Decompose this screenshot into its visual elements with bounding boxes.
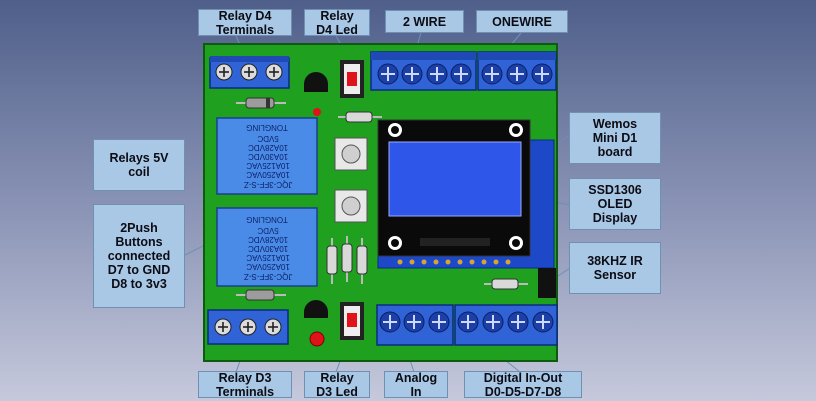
relay-d3-terminal-block bbox=[207, 309, 289, 345]
relay-d3-led bbox=[340, 302, 364, 340]
diode-top bbox=[236, 97, 286, 109]
relay-d4-led bbox=[340, 60, 364, 98]
label-ir-sensor: 38KHZ IR Sensor bbox=[569, 242, 661, 294]
label-push-buttons: 2Push Buttons connected D7 to GND D8 to … bbox=[93, 204, 185, 308]
label-relay-d4-led: Relay D4 Led bbox=[304, 9, 370, 37]
oled-display bbox=[377, 119, 531, 257]
resistor-top bbox=[338, 111, 382, 123]
red-led-bottom bbox=[309, 331, 325, 347]
onewire-terminal-block bbox=[477, 51, 557, 91]
label-digital-io: Digital In-Out D0-D5-D7-D8 bbox=[464, 371, 582, 399]
resistors-vertical bbox=[326, 236, 368, 284]
push-button-2 bbox=[334, 189, 368, 223]
relay-bottom: JQC-3FF-S-Z 10A250VAC 10A125VAC 10A30VDC… bbox=[216, 207, 318, 287]
relay-bottom-markings: JQC-3FF-S-Z 10A250VAC 10A125VAC 10A30VDC… bbox=[242, 215, 293, 281]
two-wire-terminal-block bbox=[370, 51, 477, 91]
label-wemos: Wemos Mini D1 board bbox=[569, 112, 661, 164]
label-relay-d3-led: Relay D3 Led bbox=[304, 371, 370, 399]
diode-bottom bbox=[236, 289, 286, 301]
label-onewire: ONEWIRE bbox=[476, 10, 568, 33]
label-relay-d4-terminals: Relay D4 Terminals bbox=[198, 9, 292, 37]
red-led-top bbox=[313, 108, 321, 116]
label-relays-coil: Relays 5V coil bbox=[93, 139, 185, 191]
label-two-wire: 2 WIRE bbox=[385, 10, 464, 33]
relay-top-markings: JQC-3FF-S-Z 10A250VAC 10A125VAC 10A30VDC… bbox=[242, 123, 293, 189]
relay-top: JQC-3FF-S-Z 10A250VAC 10A125VAC 10A30VDC… bbox=[216, 117, 318, 195]
transistor-top bbox=[304, 72, 328, 92]
ir-sensor bbox=[484, 268, 556, 298]
digital-io-terminal-block bbox=[454, 304, 558, 346]
transistor-bottom bbox=[304, 300, 328, 318]
analog-in-terminal-block bbox=[376, 304, 454, 346]
relay-d4-terminal-block bbox=[209, 56, 290, 89]
label-relay-d3-terminals: Relay D3 Terminals bbox=[198, 371, 292, 399]
push-button-1 bbox=[334, 137, 368, 171]
label-ssd1306: SSD1306 OLED Display bbox=[569, 178, 661, 230]
label-analog-in: Analog In bbox=[384, 371, 448, 399]
